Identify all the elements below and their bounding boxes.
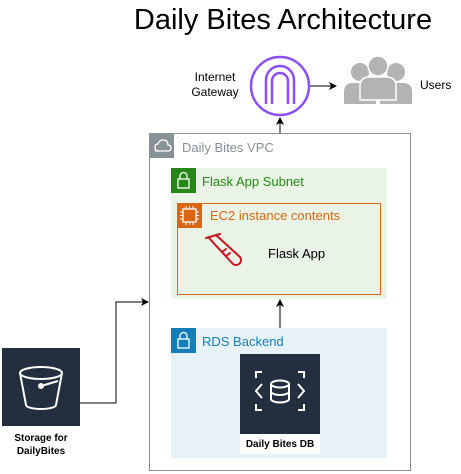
vpc-container — [149, 133, 411, 471]
ec2-container — [177, 203, 381, 295]
ec2-label: EC2 instance contents — [210, 208, 341, 223]
bucket-icon — [19, 366, 63, 410]
storage-label: Storage for DailyBites — [0, 432, 82, 458]
edge-storage-to-vpc — [80, 298, 149, 404]
database-label-box: Daily Bites DB — [240, 434, 320, 454]
lock-icon — [171, 168, 196, 193]
internet-gateway-label-line-2: Gateway — [191, 85, 239, 99]
vpc-label: Daily Bites VPC — [182, 140, 274, 155]
rds-backend-label: RDS Backend — [202, 334, 284, 349]
diagram-title: Daily Bites Architecture — [133, 4, 433, 36]
flask-subnet-container — [171, 168, 387, 299]
storage-label-line-2: DailyBites — [16, 446, 66, 457]
flask-icon — [205, 233, 242, 266]
users-icon — [344, 55, 412, 104]
users-label: Users — [420, 78, 452, 92]
database-label: Daily Bites DB — [245, 439, 315, 450]
chip-icon — [177, 203, 202, 228]
lock-icon — [171, 328, 196, 353]
internet-gateway-label: Internet Gateway — [184, 70, 246, 100]
database-icon — [254, 371, 306, 411]
flask-subnet-label: Flask App Subnet — [202, 174, 304, 189]
cloud-icon — [149, 133, 174, 158]
internet-gateway-icon — [249, 55, 311, 117]
internet-gateway-label-line-1: Internet — [194, 70, 236, 84]
flask-app-label: Flask App — [268, 246, 326, 261]
storage-label-line-1: Storage for — [14, 433, 68, 444]
